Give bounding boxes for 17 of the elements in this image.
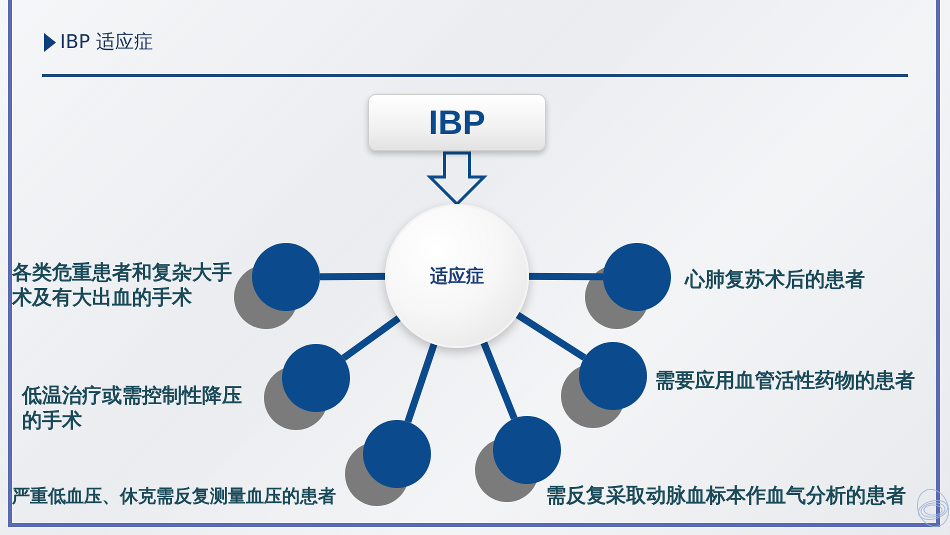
hollow-block-arrow (426, 152, 488, 206)
connector-line (320, 272, 386, 280)
indication-label: 严重低血压、休克需反复测量血压的患者 (12, 486, 336, 508)
node-label: 适应症 (430, 265, 484, 288)
indication-label: 需反复采取动脉血标本作血气分析的患者 (546, 483, 906, 508)
slide-title: IBP 适应症 (60, 30, 154, 54)
indication-label: 各类危重患者和复杂大手术及有大出血的手术 (12, 260, 233, 310)
connector-line (404, 343, 438, 423)
rounded-box (368, 94, 546, 151)
node-label: IBP (428, 106, 486, 140)
indication-label: 心肺复苏术后的患者 (685, 267, 865, 292)
connector-line (528, 272, 604, 280)
indication-label: 低温治疗或需控制性降压的手术 (22, 383, 243, 433)
connector-line (341, 315, 401, 361)
connector-line (480, 341, 518, 420)
indication-label: 需要应用血管活性药物的患者 (655, 368, 915, 393)
connector-line (516, 312, 586, 361)
